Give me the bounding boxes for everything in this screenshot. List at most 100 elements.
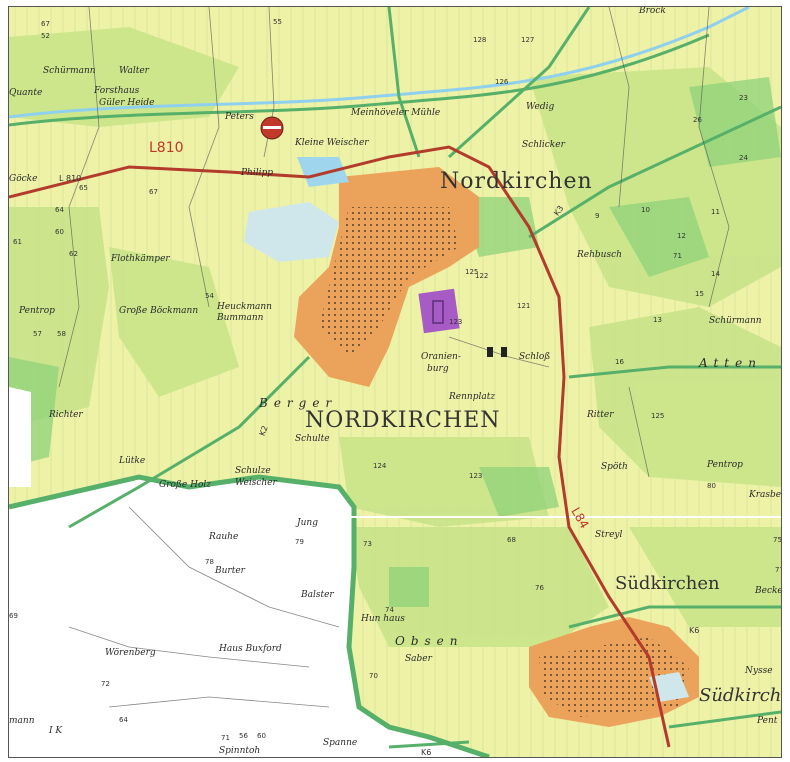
topographic-map: Nordkirchen NORDKIRCHEN Südkirchen Südki… [8,6,782,758]
place-label-philipp: Philipp [241,168,274,178]
river [9,7,750,119]
place-label-brock: Brock [639,6,666,16]
spot-height: 71 [221,734,230,742]
place-label-worenberg: Wörenberg [105,648,156,658]
place-label-bummann: Bummann [217,313,264,323]
spot-height: 128 [473,36,487,44]
spot-height: 14 [711,270,720,278]
town-label-nordkirchen: Nordkirchen [440,169,593,194]
spot-height: 121 [517,302,531,310]
spot-height: 64 [55,206,64,214]
spot-height: 13 [653,316,662,324]
place-label-oranienburg-b: burg [427,364,449,374]
place-label-spoth: Spöth [601,462,628,472]
road-label-k6-b: K6 [421,748,432,757]
place-label-obsen: Obsen [395,634,464,648]
place-label-schlicker: Schlicker [522,140,565,150]
place-label-pent: Pent [757,716,778,726]
castle-area [418,288,460,334]
spot-height: 126 [495,78,509,86]
place-label-jung: Jung [297,518,318,528]
spot-height: 64 [119,716,128,724]
spot-height: 15 [695,290,704,298]
spot-height: 71 [673,252,682,260]
place-label-wedig: Wedig [526,102,555,112]
road-label-l810: L810 [149,140,184,156]
place-label-guler-heide: Güler Heide [99,98,155,108]
outside-area [9,477,489,757]
road-label-l810-b: L 810 [59,174,82,183]
spot-height: 75 [773,536,782,544]
place-label-grosse-holz: Große Holz [159,480,211,490]
town-label-suedkirchen: Südkirchen [615,573,720,594]
spot-height: 123 [449,318,463,326]
spot-height: 16 [615,358,624,366]
place-label-flothkamper: Flothkämper [111,254,170,264]
place-label-rehbusch: Rehbusch [577,250,622,260]
spot-height: 122 [475,272,489,280]
place-label-ritter: Ritter [587,410,614,420]
place-label-kleine-weischer: Kleine Weischer [295,138,369,148]
place-label-nysse: Nysse [745,666,773,676]
spot-height: 23 [739,94,748,102]
main-roads [9,145,671,748]
spot-height: 9 [595,212,600,220]
place-label-spinntoh: Spinntoh [219,746,261,756]
spot-height: 127 [521,36,535,44]
place-label-becker: Becker [755,586,781,596]
town-label-suedkirchen-cut: Südkirch [699,685,782,706]
spot-height: 65 [79,184,88,192]
place-label-schurmann-east: Schürmann [709,316,762,326]
spot-height: 52 [41,32,50,40]
spot-height: 55 [273,18,282,26]
place-label-richter: Richter [49,410,83,420]
place-label-schulte: Schulte [295,434,330,444]
place-label-grosse-bockmann: Große Böckmann [119,306,199,316]
spot-height: 74 [385,606,394,614]
place-label-schurmann: Schürmann [43,66,96,76]
minor-tracks [58,7,730,708]
spot-height: 79 [295,538,304,546]
spot-height: 69 [9,612,18,620]
place-label-walter: Walter [119,66,149,76]
place-label-spanne: Spanne [323,738,358,748]
place-label-hunhaus: Hun haus [361,614,405,624]
spot-height: 77 [775,566,781,574]
spot-height: 58 [57,330,66,338]
place-label-saber: Saber [405,654,432,664]
place-label-balster: Balster [301,590,334,600]
place-label-mann: mann [9,716,35,726]
place-label-berger: Berger [259,396,338,410]
spot-height: 10 [641,206,650,214]
spot-height: 11 [711,208,720,216]
place-label-quante: Quante [9,88,43,98]
spot-height: 73 [363,540,372,548]
spot-height: 76 [535,584,544,592]
spot-height: 70 [369,672,378,680]
place-label-atten: Atten [699,356,762,370]
spot-height: 61 [13,238,22,246]
place-label-weischer: Weischer [235,478,277,488]
lake-south [649,672,689,702]
lake-west [244,202,339,262]
municipality-label-nordkirchen: NORDKIRCHEN [305,408,501,433]
spot-height: 72 [101,680,110,688]
place-label-oranienburg-a: Oranien- [421,352,461,362]
place-label-ik: I K [49,726,63,736]
church-icon [487,347,507,357]
spot-height: 123 [469,472,483,480]
spot-height: 60 [257,732,266,740]
place-label-meinhoveler: Meinhöveler Mühle [351,108,441,118]
spot-height: 26 [693,116,702,124]
spot-height: 54 [205,292,214,300]
spot-height: 56 [239,732,248,740]
place-label-lutke: Lütke [119,456,146,466]
place-label-pentrop-west: Pentrop [19,306,55,316]
spot-height: 67 [149,188,158,196]
place-label-schloss: Schloß [519,352,551,362]
map-canvas [9,7,781,757]
place-label-burter: Burter [215,566,245,576]
spot-height: 78 [205,558,214,566]
place-label-forsthaus: Forsthaus [94,86,140,96]
place-label-haus-buxford: Haus Buxford [219,644,282,654]
